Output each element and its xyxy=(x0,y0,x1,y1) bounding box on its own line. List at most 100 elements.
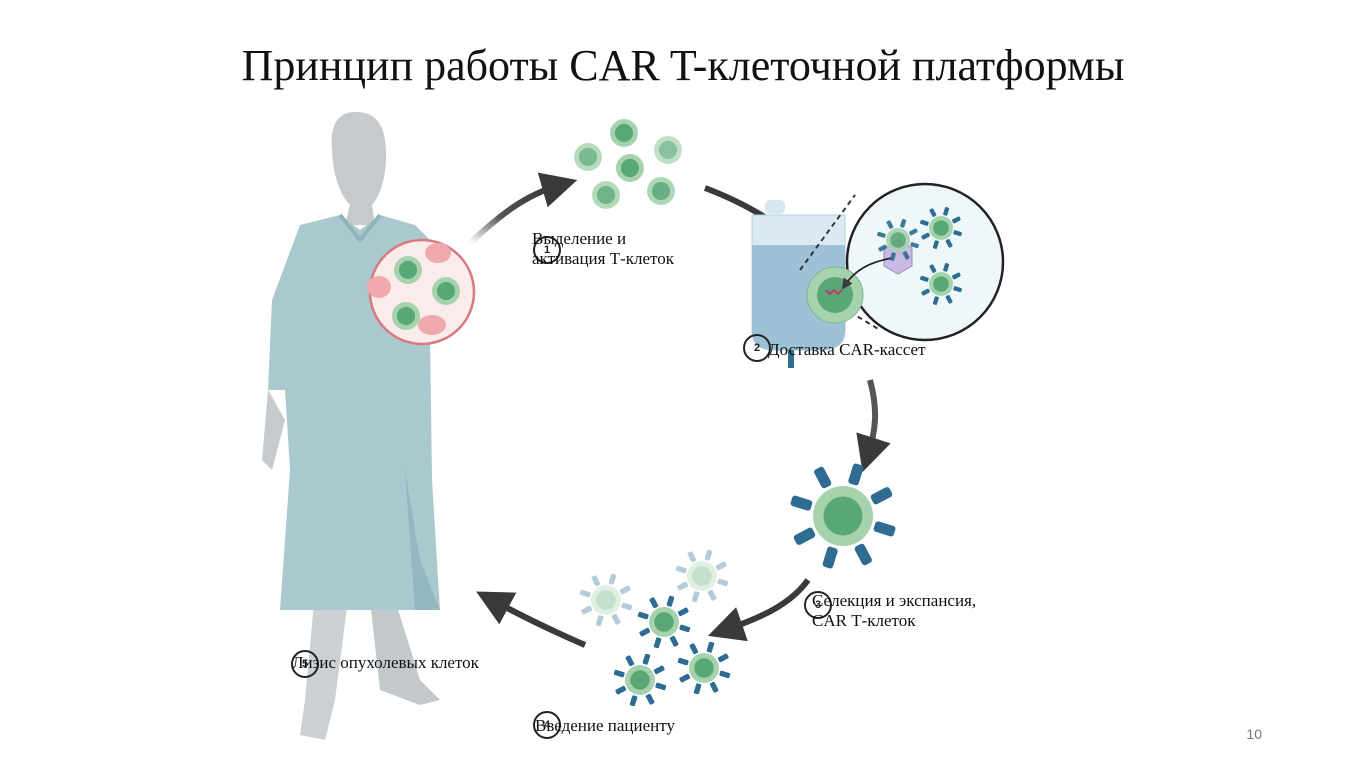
car-receptor xyxy=(717,578,729,587)
car-receptor xyxy=(715,561,727,571)
car-receptor xyxy=(900,219,907,228)
step-5-number: 5 xyxy=(291,650,319,678)
car-receptor xyxy=(870,487,893,505)
page-number: 10 xyxy=(1246,726,1262,742)
step-2-label: Доставка CAR-кассет xyxy=(768,340,926,359)
car-receptor xyxy=(953,230,962,237)
car-receptor xyxy=(689,643,699,655)
car-receptor xyxy=(886,220,894,229)
car-receptor xyxy=(677,657,689,666)
step-4-number: 4 xyxy=(533,711,561,739)
car-receptor xyxy=(921,232,930,240)
car-receptor xyxy=(952,272,961,280)
car-receptor xyxy=(943,263,950,272)
car-t-cell xyxy=(877,219,919,261)
car-receptor xyxy=(645,693,655,705)
car-receptor xyxy=(579,589,591,598)
car-receptor xyxy=(675,565,687,574)
car-receptor xyxy=(793,527,816,545)
t-cell xyxy=(592,181,620,209)
car-receptor xyxy=(637,611,649,620)
t-cell xyxy=(392,302,420,330)
car-t-cell xyxy=(613,653,667,707)
car-receptor xyxy=(615,685,627,695)
blood-sample-inset xyxy=(367,238,476,346)
car-t-cell xyxy=(675,549,729,603)
car-receptor xyxy=(932,296,939,305)
car-receptor xyxy=(613,669,625,678)
patient-figure xyxy=(262,112,445,740)
car-receptor xyxy=(790,495,813,511)
arrow-step1 xyxy=(467,172,578,246)
car-receptor xyxy=(929,264,937,273)
car-receptor xyxy=(878,244,887,252)
car-receptor xyxy=(822,546,838,569)
t-cell xyxy=(654,136,682,164)
step-3-label-line1: Селекция и экспансия, xyxy=(812,591,977,610)
car-receptor xyxy=(717,653,729,663)
car-t-cell xyxy=(790,463,896,569)
car-receptor xyxy=(953,286,962,293)
car-receptor xyxy=(642,653,651,665)
car-receptor xyxy=(889,252,896,261)
car-receptor xyxy=(706,641,715,653)
car-receptor xyxy=(691,591,700,603)
car-t-cell xyxy=(677,641,731,695)
step-3-number: 3 xyxy=(804,591,832,619)
car-receptor xyxy=(629,695,638,707)
car-receptor xyxy=(693,683,702,695)
step-3-label: Селекция и экспансия, CAR Т-клеток xyxy=(812,591,976,631)
car-receptor xyxy=(687,551,697,563)
transduction-zoom xyxy=(799,182,1005,342)
car-receptor xyxy=(943,207,950,216)
car-receptor xyxy=(655,682,667,691)
step-1-label-line2: активация Т-клеток xyxy=(532,249,675,268)
car-receptor xyxy=(649,597,659,609)
car-receptor xyxy=(704,549,713,561)
car-receptor xyxy=(625,655,635,667)
car-receptor xyxy=(677,581,689,591)
car-t-cell xyxy=(579,573,633,627)
slide-title: Принцип работы CAR T-клеточной платформы xyxy=(241,41,1125,90)
arrow-step5 xyxy=(476,591,587,648)
t-cell xyxy=(394,256,422,284)
car-receptor xyxy=(929,208,937,217)
step-4-label: Введение пациенту xyxy=(535,716,675,735)
car-t-cell xyxy=(637,595,691,649)
car-receptor xyxy=(902,251,910,260)
car-receptor xyxy=(814,466,832,489)
step-1-number: 1 xyxy=(533,236,561,264)
step-5-label: Лизис опухолевых клеток xyxy=(292,653,479,672)
car-receptor xyxy=(921,288,930,296)
step-3-label-line2: CAR Т-клеток xyxy=(812,611,916,630)
step-1-label-line1: Выделение и xyxy=(532,229,627,248)
car-receptor xyxy=(719,670,731,679)
t-cell xyxy=(647,177,675,205)
car-receptor xyxy=(653,665,665,675)
car-receptor xyxy=(945,239,953,248)
t-cell xyxy=(574,143,602,171)
car-receptor xyxy=(709,681,719,693)
car-t-cell xyxy=(920,207,962,249)
car-t-cells xyxy=(579,463,896,707)
car-receptor xyxy=(952,216,961,224)
car-receptor xyxy=(677,607,689,617)
car-receptor xyxy=(707,589,717,601)
car-receptor xyxy=(909,228,918,236)
car-receptor xyxy=(920,275,929,282)
car-receptor xyxy=(639,627,651,637)
car-receptor xyxy=(679,673,691,683)
step-1-label: Выделение и активация Т-клеток xyxy=(532,229,674,269)
car-receptor xyxy=(920,219,929,226)
car-receptor xyxy=(854,543,872,566)
t-cell xyxy=(432,277,460,305)
car-t-cell xyxy=(920,263,962,305)
car-receptor xyxy=(581,605,593,615)
t-cell xyxy=(616,154,644,182)
car-receptor xyxy=(653,637,662,649)
car-receptor xyxy=(873,521,896,537)
step-2-number: 2 xyxy=(743,334,771,362)
car-receptor xyxy=(608,573,617,585)
car-receptor xyxy=(945,295,953,304)
